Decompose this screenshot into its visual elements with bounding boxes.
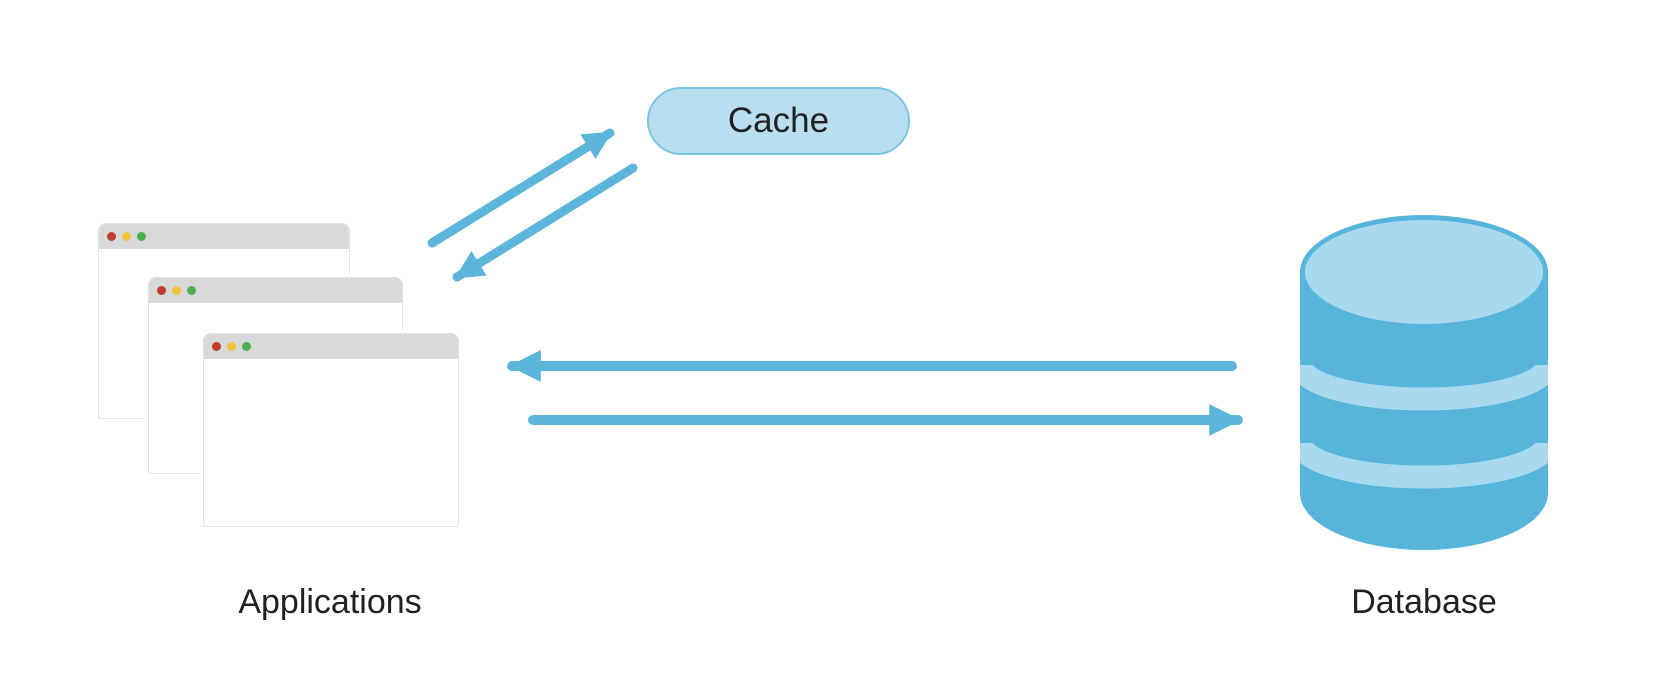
window-close-dot-icon	[107, 232, 116, 241]
window-minimize-dot-icon	[227, 342, 236, 351]
arrow-apps-to-cache-icon	[427, 128, 615, 248]
window-titlebar	[204, 334, 458, 359]
window-titlebar	[99, 224, 349, 249]
applications-label: Applications	[238, 583, 422, 621]
arrow-cache-to-apps-icon	[452, 163, 638, 282]
window-minimize-dot-icon	[122, 232, 131, 241]
database-band	[1300, 363, 1548, 411]
window-close-dot-icon	[157, 286, 166, 295]
database-top	[1305, 220, 1543, 324]
window-titlebar	[149, 278, 402, 303]
database-band	[1300, 441, 1548, 489]
window-close-dot-icon	[212, 342, 221, 351]
database-icon	[1300, 215, 1548, 550]
window-maximize-dot-icon	[242, 342, 251, 351]
database-label: Database	[1351, 583, 1497, 621]
cache-label: Cache	[727, 101, 830, 140]
cache-node: Cache	[647, 87, 910, 155]
app-window-front	[203, 333, 459, 527]
window-maximize-dot-icon	[187, 286, 196, 295]
window-maximize-dot-icon	[137, 232, 146, 241]
window-minimize-dot-icon	[172, 286, 181, 295]
